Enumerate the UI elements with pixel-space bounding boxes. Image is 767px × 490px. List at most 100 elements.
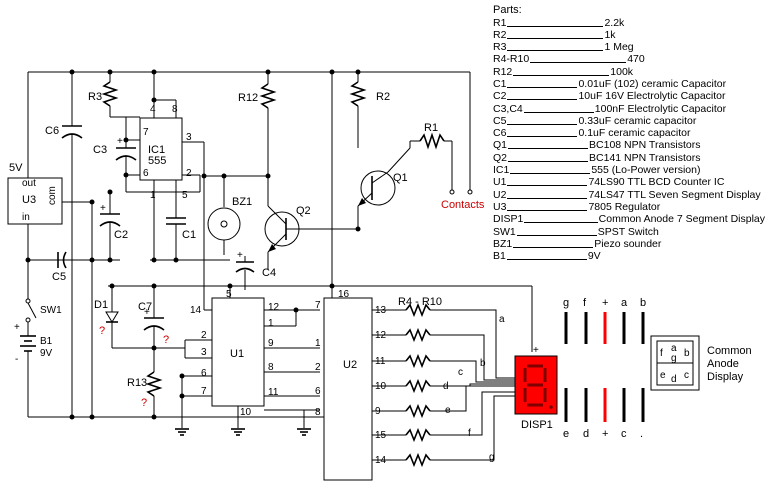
- pinout-bottom-label: c: [621, 428, 627, 440]
- u2-decoder: U2 16 7 1 2 6 8 13 12 11 10 9 15 14: [315, 289, 387, 481]
- segment-resistor: [405, 427, 431, 443]
- part-value: BC141 NPN Transistors: [589, 151, 701, 164]
- ic1-555: IC1 555 4 8 7 3 6 2 1 5: [125, 72, 268, 260]
- parts-row: DISP1 Common Anode 7 Segment Display: [493, 213, 765, 225]
- segmap-f: f: [660, 348, 663, 359]
- part-underline: [508, 139, 589, 150]
- r4-r10-label: R4 - R10: [398, 296, 442, 308]
- ic1-pin-3: 3: [186, 132, 192, 143]
- bz1-label: BZ1: [232, 196, 252, 208]
- part-value: 100nF Electrolytic Capacitor: [594, 102, 727, 115]
- part-ref: Q2: [493, 151, 508, 164]
- part-underline: [507, 29, 604, 39]
- u1-pin-5: 5: [226, 289, 232, 300]
- c2-plus: +: [100, 203, 106, 214]
- ic1-pin-8: 8: [172, 104, 178, 115]
- disp1-seven-segment: + DISP1: [514, 345, 558, 431]
- c4-capacitor: + C4: [235, 250, 276, 290]
- c3-label: C3: [93, 144, 107, 156]
- part-underline: [507, 90, 578, 101]
- b1-plus: +: [14, 322, 20, 333]
- part-ref: DISP1: [493, 213, 524, 226]
- segment-label-e: e: [445, 405, 451, 416]
- pinout-bottom-label: d: [583, 428, 589, 440]
- segment-label-c: c: [458, 367, 463, 378]
- part-underline: [513, 238, 594, 248]
- u3-regulator: 5V out U3 in com: [7, 162, 93, 417]
- part-value: 0.01uF (102) ceramic Capacitor: [578, 77, 727, 90]
- r12-label: R12: [238, 92, 258, 104]
- part-ref: C3,C4: [493, 102, 523, 115]
- ic1-type-label: 555: [148, 155, 166, 167]
- segmap-d: d: [671, 374, 677, 385]
- ic1-pin-7: 7: [143, 127, 149, 138]
- q2-label: Q2: [296, 205, 311, 217]
- segment-label-a: a: [499, 314, 505, 325]
- part-value: 10uF 16V Electrolytic Capacitor: [578, 90, 726, 103]
- common-anode-label-2: Anode: [707, 358, 739, 370]
- u1-pin-1: 1: [268, 318, 274, 329]
- part-value: Common Anode 7 Segment Display: [598, 213, 765, 226]
- u2-pin-7: 7: [315, 300, 321, 311]
- q1-transistor: Q1: [357, 141, 411, 229]
- u2-label: U2: [343, 359, 357, 371]
- r3-label: R3: [88, 91, 102, 103]
- u1-pin-14: 14: [190, 305, 202, 316]
- d1-diode: D1 ?: [94, 286, 185, 349]
- part-value: BC108 NPN Transistors: [589, 139, 701, 152]
- part-underline: [524, 213, 598, 224]
- c1-label: C1: [182, 229, 196, 241]
- part-underline: [513, 66, 610, 76]
- part-value: 1 Meg: [604, 41, 634, 54]
- r1-label: R1: [424, 122, 438, 134]
- pinout-bottom-label: e: [563, 428, 569, 440]
- u2-pin-16: 16: [338, 289, 350, 300]
- c5-label: C5: [52, 271, 66, 283]
- u1-pin-3: 3: [201, 347, 207, 358]
- ground-symbols: [175, 410, 311, 436]
- q2-transistor: Q2: [264, 205, 356, 270]
- sw1-label: SW1: [40, 305, 62, 316]
- segment-resistor: [405, 403, 431, 419]
- c2-capacitor: + C2: [99, 192, 128, 260]
- pinout-bottom-label: +: [602, 428, 608, 440]
- u1-pin-6: 6: [201, 368, 207, 379]
- v5-label: 5V: [9, 162, 23, 174]
- part-underline: [507, 201, 588, 211]
- junction-dots: [25, 69, 361, 420]
- u1-pin-7: 7: [201, 386, 207, 397]
- part-ref: B1: [493, 250, 506, 263]
- r2-label: R2: [376, 91, 390, 103]
- segment-resistor: [405, 452, 431, 468]
- u3-label: U3: [22, 194, 36, 206]
- u1-pin-2: 2: [201, 330, 207, 341]
- part-value: 1k: [604, 28, 616, 41]
- part-value: 2.2k: [604, 16, 625, 29]
- b1-voltage: 9V: [40, 348, 53, 359]
- segment-resistor: [405, 302, 431, 318]
- c1-capacitor: C1: [166, 210, 196, 260]
- segmap-c: c: [684, 370, 689, 381]
- u2-pin-6: 6: [315, 386, 321, 397]
- part-underline: [507, 127, 578, 138]
- common-anode-label-1: Common: [707, 345, 752, 357]
- part-value: 9V: [587, 250, 601, 263]
- ic1-pin-6: 6: [143, 168, 149, 179]
- u2-pin-1: 1: [315, 338, 321, 349]
- part-ref: BZ1: [493, 237, 513, 250]
- ic1-pin-5: 5: [182, 190, 188, 201]
- part-underline: [507, 78, 578, 88]
- parts-heading: Parts:: [493, 4, 522, 16]
- c5-capacitor: C5: [52, 251, 92, 283]
- u1-counter: U1 14 12 1 2 3 6 7 9 8 11 10 5: [181, 289, 320, 428]
- r1-resistor: R1 Contacts: [410, 72, 485, 211]
